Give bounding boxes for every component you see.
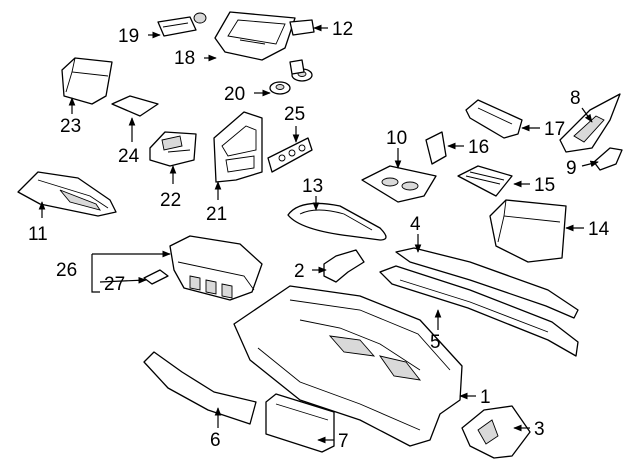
part-27 bbox=[143, 269, 169, 285]
part-19 bbox=[157, 12, 207, 37]
callout-21: 21 bbox=[206, 204, 227, 225]
part-5 bbox=[379, 265, 579, 357]
callout-10: 10 bbox=[386, 128, 407, 149]
callout-2: 2 bbox=[294, 261, 305, 282]
part-22 bbox=[149, 131, 197, 167]
part-8 bbox=[559, 93, 621, 153]
part-12 bbox=[289, 19, 315, 36]
part-13 bbox=[287, 202, 387, 241]
callout-27: 27 bbox=[104, 274, 125, 295]
part-16 bbox=[425, 131, 447, 165]
part-6 bbox=[143, 351, 257, 425]
part-24 bbox=[111, 95, 159, 117]
callout-8: 8 bbox=[570, 88, 581, 109]
part-9 bbox=[593, 147, 623, 171]
callout-1: 1 bbox=[480, 387, 491, 408]
callout-17: 17 bbox=[544, 119, 565, 140]
callout-22: 22 bbox=[160, 190, 181, 211]
part-1 bbox=[233, 285, 463, 447]
callout-24: 24 bbox=[118, 146, 140, 167]
callout-11: 11 bbox=[28, 224, 48, 245]
part-18 bbox=[214, 11, 296, 61]
callout-7: 7 bbox=[338, 431, 349, 452]
part-15 bbox=[457, 165, 513, 197]
part-3 bbox=[461, 405, 531, 459]
callout-9: 9 bbox=[566, 158, 577, 179]
part-11 bbox=[17, 171, 117, 217]
part-7 bbox=[265, 393, 335, 453]
part-26 bbox=[169, 235, 263, 301]
callout-4: 4 bbox=[410, 214, 421, 235]
callout-25: 25 bbox=[284, 104, 305, 125]
callout-12: 12 bbox=[332, 19, 353, 40]
callout-13: 13 bbox=[302, 176, 323, 197]
callout-23: 23 bbox=[60, 116, 81, 137]
callout-5: 5 bbox=[430, 332, 441, 353]
callout-6: 6 bbox=[210, 430, 221, 451]
callout-19: 19 bbox=[118, 26, 139, 47]
callout-15: 15 bbox=[534, 175, 555, 196]
part-14 bbox=[489, 199, 567, 263]
leader-lines bbox=[38, 24, 599, 444]
part-10 bbox=[361, 165, 437, 203]
part-4 bbox=[395, 247, 579, 319]
part-2 bbox=[323, 249, 365, 283]
callout-14: 14 bbox=[588, 219, 610, 240]
callouts: 19 18 12 20 23 24 22 21 25 11 13 10 16 1… bbox=[28, 19, 610, 452]
callout-16: 16 bbox=[468, 137, 489, 158]
part-17 bbox=[465, 99, 523, 139]
callout-3: 3 bbox=[534, 419, 545, 440]
part-25 bbox=[267, 137, 313, 173]
part-23 bbox=[61, 57, 113, 105]
part-21 bbox=[213, 111, 263, 183]
callout-20: 20 bbox=[224, 84, 245, 105]
part-20 bbox=[269, 59, 313, 95]
callout-26: 26 bbox=[56, 260, 77, 281]
callout-18: 18 bbox=[174, 48, 195, 69]
